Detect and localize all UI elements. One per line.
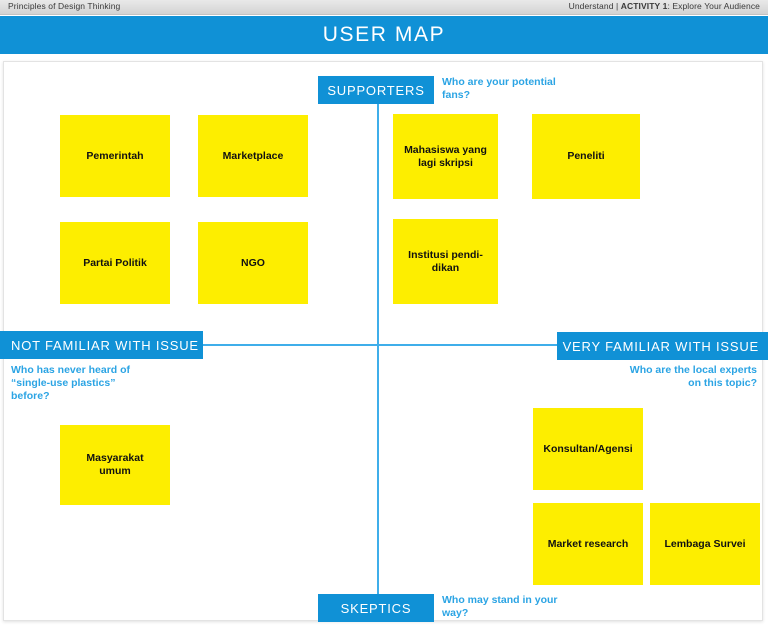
sticky-note[interactable]: Lembaga Survei — [650, 503, 760, 585]
prompt-supporters: Who are your potential fans? — [442, 76, 556, 101]
breadcrumb-course-title: Principles of Design Thinking — [8, 1, 121, 11]
page-title: USER MAP — [322, 23, 446, 46]
axis-label-supporters[interactable]: SUPPORTERS — [318, 76, 434, 104]
prompt-not-familiar: Who has never heard of “single-use plast… — [11, 364, 131, 402]
sticky-note[interactable]: Marketplace — [198, 115, 308, 197]
sticky-note[interactable]: Konsultan/Agensi — [533, 408, 643, 490]
sticky-note[interactable]: Market research — [533, 503, 643, 585]
sticky-note[interactable]: Pemerintah — [60, 115, 170, 197]
breadcrumb-phase: Understand | — [568, 1, 621, 11]
prompt-very-familiar: Who are the local experts on this topic? — [629, 364, 757, 389]
sticky-note[interactable]: NGO — [198, 222, 308, 304]
vertical-axis-line — [377, 104, 379, 594]
prompt-skeptics: Who may stand in your way? — [442, 594, 558, 619]
axis-label-very-familiar-with-issue[interactable]: VERY FAMILIAR WITH ISSUE — [557, 332, 768, 360]
sticky-note[interactable]: Partai Politik — [60, 222, 170, 304]
breadcrumb-activity-number: ACTIVITY 1 — [620, 1, 668, 11]
sticky-note[interactable]: Peneliti — [532, 114, 640, 199]
axis-label-not-familiar-with-issue[interactable]: NOT FAMILIAR WITH ISSUE — [0, 331, 203, 359]
sticky-note[interactable]: Masyarakat umum — [60, 425, 170, 505]
breadcrumb-activity-name: : Explore Your Audience — [667, 1, 760, 11]
title-banner: USER MAP — [0, 16, 768, 54]
horizontal-axis-line — [12, 344, 756, 346]
breadcrumb-bar: Principles of Design Thinking Understand… — [0, 0, 768, 15]
breadcrumb-activity: Understand | ACTIVITY 1: Explore Your Au… — [569, 1, 760, 11]
sticky-note[interactable]: Institusi pendi- dikan — [393, 219, 498, 304]
sticky-note[interactable]: Mahasiswa yang lagi skripsi — [393, 114, 498, 199]
axis-label-skeptics[interactable]: SKEPTICS — [318, 594, 434, 622]
